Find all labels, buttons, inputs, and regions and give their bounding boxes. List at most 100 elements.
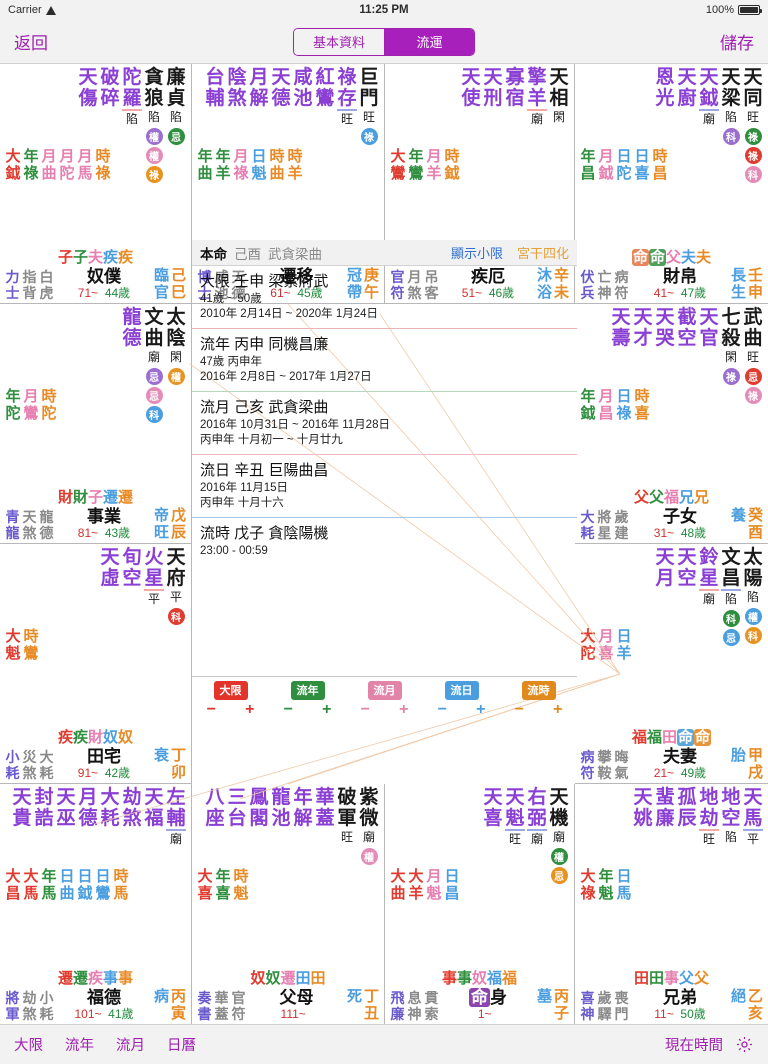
minor-star-column: 大鉞 [4, 148, 22, 182]
four-transform-badge: 權 [145, 128, 163, 145]
palace-marker: 財 [87, 729, 103, 746]
segmented-control[interactable]: 基本資料 流運 [293, 27, 475, 56]
stepper-minus-button[interactable]: − [206, 701, 216, 718]
stepper-label[interactable]: 流時 [521, 681, 556, 700]
minor-star-name: 曲 [197, 165, 213, 182]
star-column: 巨門旺祿 [358, 67, 380, 145]
god-star-char: 白 [39, 269, 54, 285]
star-brightness: 旺 [340, 112, 353, 126]
stepper-plus-button[interactable]: + [399, 701, 409, 718]
branch-stage-block: 胎甲戌 [730, 747, 764, 781]
star-brightness: 閑 [169, 350, 182, 364]
stepper-label[interactable]: 大限 [213, 681, 248, 700]
palace-marker: 事 [103, 970, 119, 987]
god-star-char: 劫 [22, 990, 37, 1006]
god-star-column: 天煞 [21, 509, 38, 541]
battery-percent: 100% [705, 4, 734, 16]
period-sub: 丙申年 十月十六 [200, 497, 284, 509]
stepper-plus-button[interactable]: + [553, 701, 563, 718]
star-char: 狼 [144, 88, 164, 109]
toolbar-item-daxian[interactable]: 大限 [14, 1038, 43, 1054]
stepper-minus-button[interactable]: − [283, 701, 293, 718]
stepper-plus-button[interactable]: + [245, 701, 255, 718]
palace-cell-奴僕[interactable]: 廉貞陷忌貪狼陷權權祿陀羅陷破碎天傷大鉞年祿月曲月陀月馬時祿子子夫疾疾力士指背白虎… [0, 64, 192, 304]
star-brightness: 旺 [340, 830, 353, 844]
gear-icon[interactable] [735, 1035, 754, 1054]
four-transform-badge: 科 [744, 166, 762, 183]
back-button[interactable]: 返回 [14, 34, 48, 53]
palace-marker: 父 [665, 249, 681, 266]
stepper-plus-button[interactable]: + [476, 701, 486, 718]
save-button[interactable]: 儲存 [720, 34, 754, 53]
minor-star-name: 魁 [251, 165, 267, 182]
star-block: 天馬平地空陷地劫旺孤辰蜚廉天姚 [632, 787, 764, 848]
palace-cell-財帛[interactable]: 天同旺祿祿科天梁陷科天鉞廟天廚恩光年昌月鉞日陀日喜時昌命命父夫夫伏兵亡神病符財帛… [575, 64, 768, 304]
stepper-label[interactable]: 流年 [290, 681, 325, 700]
minor-star-name: 陀 [5, 405, 21, 422]
palace-stem-transform-link[interactable]: 宮干四化 [516, 246, 569, 261]
minor-star-column: 年魁 [597, 868, 615, 902]
star-char: 輔 [205, 88, 225, 109]
stepper-minus-button[interactable]: − [514, 701, 524, 718]
star-column: 龍池 [270, 787, 292, 865]
toolbar-item-calendar[interactable]: 日曆 [167, 1038, 196, 1054]
minor-star-column: 年昌 [579, 148, 597, 182]
star-char: 天 [483, 787, 503, 808]
minor-star-column: 時羊 [286, 148, 304, 182]
star-column: 蜚廉 [654, 787, 676, 848]
palace-cell-子女[interactable]: 武曲旺忌祿七殺閑祿天官截空天哭天才天壽年鉞月昌日祿時喜父父福兄兄大耗將星歲建子女… [575, 304, 768, 544]
toolbar-item-liuyue[interactable]: 流月 [116, 1038, 145, 1054]
star-char: 羊 [527, 88, 547, 111]
palace-marker: 命 [631, 249, 649, 266]
minor-star-period: 大 [580, 628, 596, 645]
tab-basic-info[interactable]: 基本資料 [294, 28, 384, 55]
star-char: 破 [100, 67, 120, 88]
stepper-流月: 流月 [346, 681, 423, 700]
god-star-char: 德 [39, 525, 54, 541]
twelve-stage: 冠帶 [346, 267, 362, 301]
god-star-char: 伏 [580, 269, 595, 285]
stepper-minus-button[interactable]: − [360, 701, 370, 718]
minor-star-column: 年鸞 [407, 148, 425, 182]
minor-star-column: 年馬 [40, 868, 58, 902]
star-brightness: 陷 [724, 110, 737, 124]
god-star-column: 白虎 [38, 269, 55, 301]
star-char: 破 [337, 787, 357, 808]
star-column: 天廚 [676, 67, 698, 183]
stepper-minus-button[interactable]: − [437, 701, 447, 718]
stepper-plus-button[interactable]: + [322, 701, 332, 718]
minor-star-name: 馬 [77, 165, 93, 182]
tab-fortune-flow[interactable]: 流運 [384, 28, 474, 55]
star-column: 鳳閣 [248, 787, 270, 865]
current-time-button[interactable]: 現在時間 [665, 1038, 723, 1054]
stepper-buttons-流月: −+ [346, 700, 423, 718]
minor-star-block: 大喜年喜時魁 [196, 868, 250, 902]
minor-star-period: 時 [652, 148, 668, 165]
star-char: 德 [78, 808, 98, 829]
palace-cell-福德[interactable]: 左輔廟天福劫煞大耗月德天巫封誥天貴大昌大馬年馬日曲日鉞日鸞時馬遷遷疾事事將軍劫煞… [0, 784, 192, 1024]
star-char: 馬 [743, 808, 763, 831]
palace-marker: 田 [661, 729, 677, 746]
show-small-limit-link[interactable]: 顯示小限 [450, 246, 503, 261]
stepper-label[interactable]: 流日 [444, 681, 479, 700]
natal-stars: 武貪梁曲 [268, 246, 322, 262]
minor-star-column: 時喜 [633, 388, 651, 422]
god-star-char: 官 [390, 269, 405, 285]
star-char: 同 [743, 88, 763, 109]
four-transform-badge: 忌 [722, 629, 740, 646]
star-char: 月 [249, 67, 269, 88]
stepper-buttons: −+−+−+−+−+ [192, 700, 577, 718]
stepper-label[interactable]: 流月 [367, 681, 402, 700]
toolbar-item-liunian[interactable]: 流年 [65, 1038, 94, 1054]
